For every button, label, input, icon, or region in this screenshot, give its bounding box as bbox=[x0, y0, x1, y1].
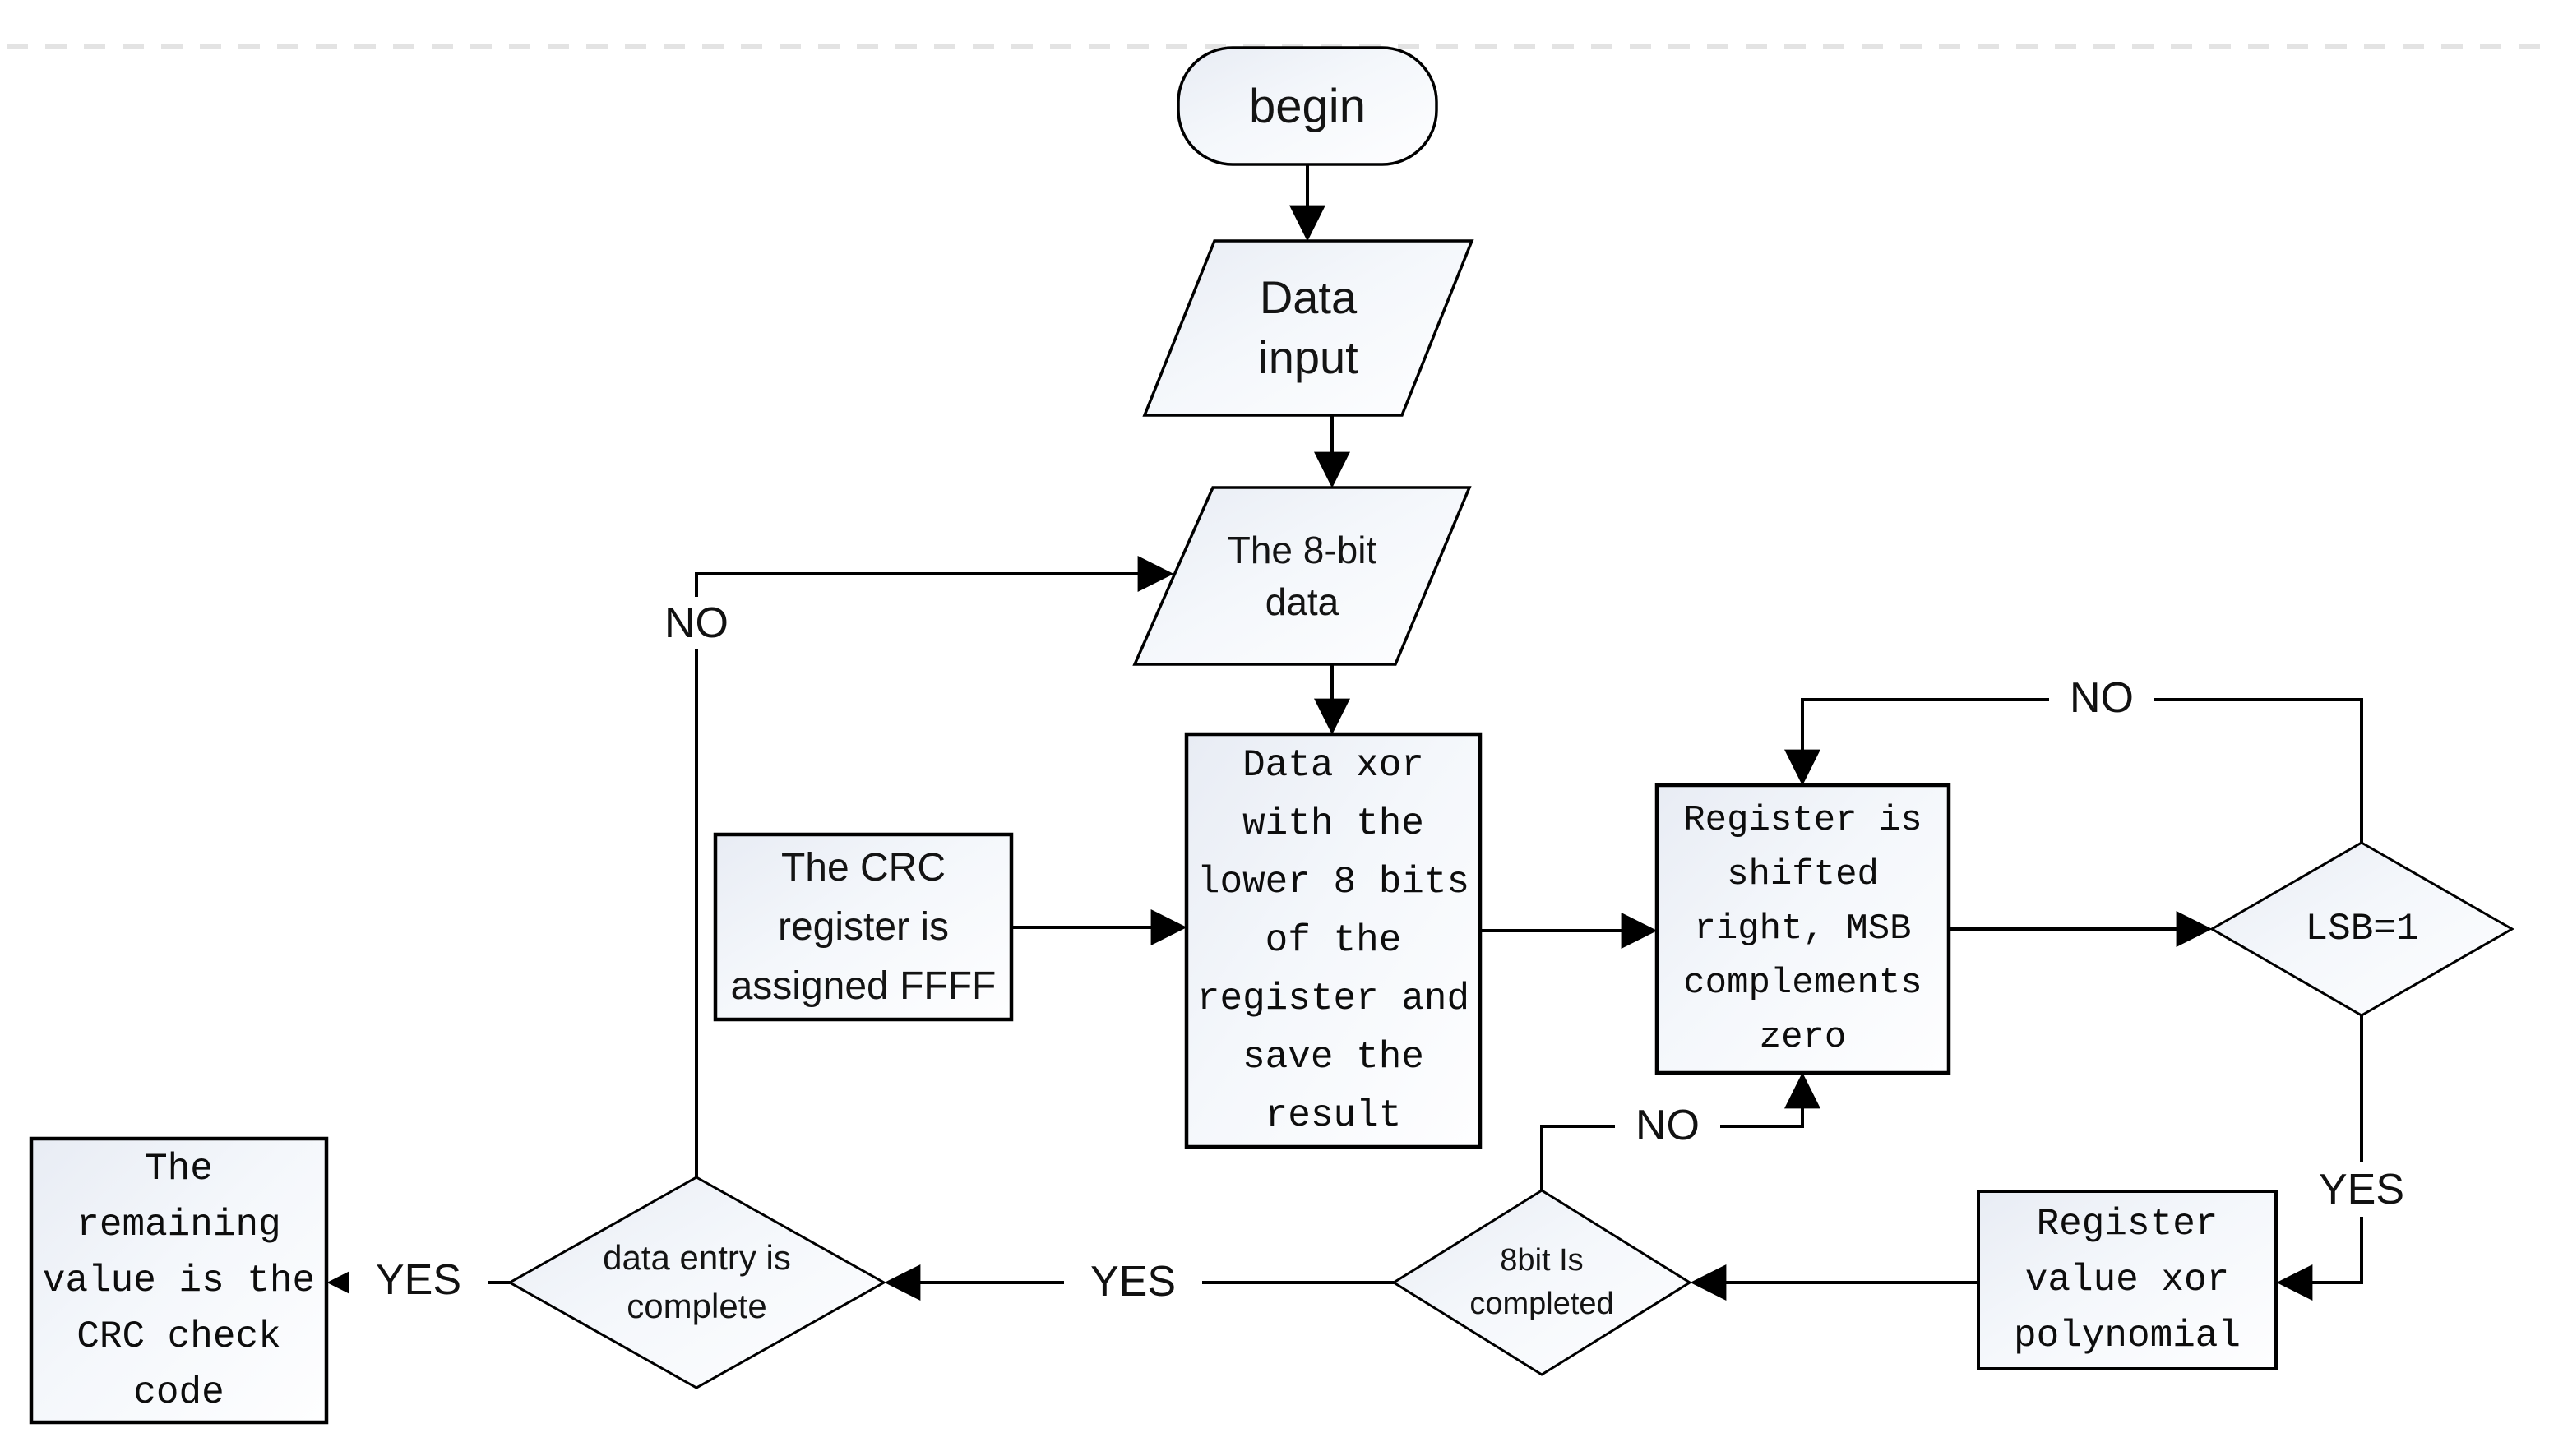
register-shift-node-shape bbox=[1654, 783, 1951, 1075]
edge-lsb-yes-to-register-xor-poly bbox=[2276, 1015, 2363, 1301]
data-input-node-shape bbox=[1142, 239, 1474, 417]
data-entry-done-decision-shape bbox=[507, 1176, 887, 1389]
edge-data-entry-no-to-8bit-data bbox=[695, 556, 1174, 1177]
data-xor-node-shape bbox=[1184, 732, 1483, 1149]
begin-node-shape bbox=[1177, 46, 1438, 166]
register-xor-poly-node-shape bbox=[1977, 1190, 2278, 1370]
crc-register-node-shape bbox=[713, 832, 1014, 1022]
crc-result-node-shape bbox=[29, 1136, 329, 1425]
edge-8bit-done-no-to-register-shift bbox=[1540, 1072, 1820, 1190]
lsb-decision-shape bbox=[2209, 841, 2515, 1017]
8bit-data-node-shape bbox=[1132, 486, 1472, 666]
8bit-done-decision-shape bbox=[1391, 1189, 1692, 1376]
